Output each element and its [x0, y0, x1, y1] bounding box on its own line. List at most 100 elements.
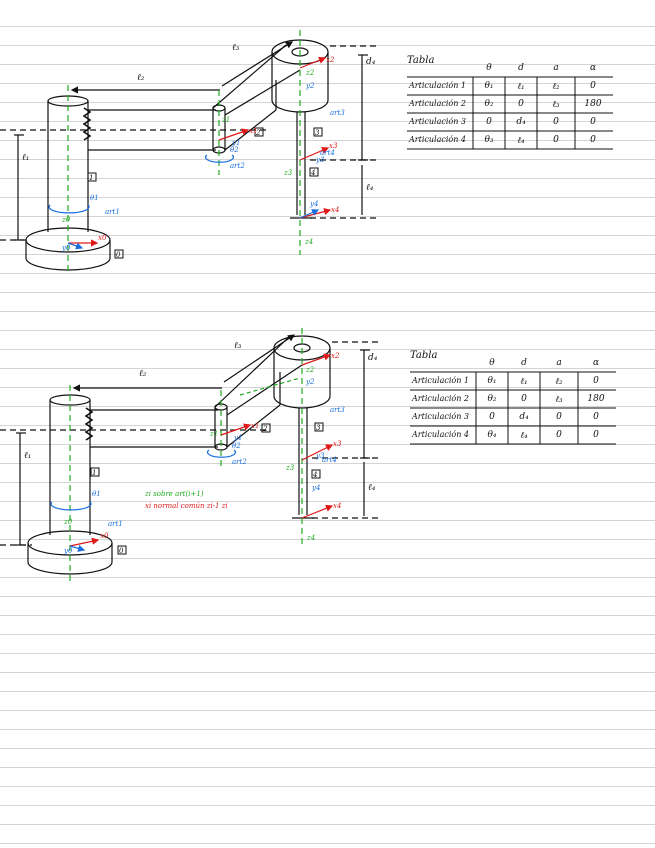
label-x1: x1 [251, 422, 259, 430]
table-1-row-label: Articulación 4 [409, 135, 466, 144]
label-y4: y4 [311, 484, 320, 492]
label-l3: ℓ₃ [234, 341, 242, 351]
label-l2: ℓ₂ [139, 369, 147, 379]
label-theta1: θ1 [90, 194, 99, 202]
table-2-cell: 0 [489, 412, 495, 422]
link-2 [84, 407, 218, 448]
table-2-cell: 0 [593, 430, 599, 440]
label-art2: art2 [232, 458, 247, 466]
label-y2: y2 [305, 378, 315, 386]
box1-label: 1 [89, 174, 93, 182]
table-1-cell: 0 [553, 117, 559, 127]
prismatic-shaft [290, 112, 312, 219]
table-1-cell: θ₂ [484, 99, 494, 109]
table-1-header-alpha: α [589, 63, 597, 73]
label-theta1: θ1 [92, 490, 101, 498]
label-x2: x2 [331, 352, 340, 360]
table-1-cell: d₄ [516, 117, 526, 127]
table-1-row-label: Articulación 2 [409, 99, 466, 108]
table-1-cell: 0 [553, 135, 559, 145]
table-1-row-label: Articulación 1 [409, 81, 466, 90]
table-1-cell: θ₁ [484, 81, 494, 91]
table-1-cell: 0 [590, 81, 596, 91]
table-2-header-alpha: α [592, 358, 600, 368]
box3-label: 3 [316, 424, 321, 432]
label-x0: x0 [98, 234, 107, 242]
table-1-cell: ℓ₄ [517, 136, 525, 146]
box2-label: 2 [255, 129, 261, 137]
table-1-cell: 180 [584, 99, 602, 109]
table-1-header-a: a [553, 63, 559, 73]
table-2-title: Tabla [410, 350, 438, 361]
prismatic-shaft [292, 408, 314, 519]
box0-label: 0 [116, 251, 121, 259]
robot-diagram-2 [0, 328, 382, 585]
box2-label: 2 [262, 425, 268, 433]
table-2-row-label: Articulación 1 [412, 376, 469, 385]
label-x0: x0 [100, 532, 109, 540]
label-theta2: θ2 [232, 442, 241, 450]
link-2 [82, 107, 216, 151]
label-art3: art3 [330, 109, 345, 117]
table-2-cell: 0 [521, 394, 527, 404]
robot-diagram-1 [0, 30, 380, 275]
table-2-cell: θ₄ [487, 430, 497, 440]
table-2-cell: d₄ [519, 412, 529, 422]
table-2-cell: 0 [593, 412, 599, 422]
table-2-cell: ℓ₁ [520, 377, 528, 387]
label-art3: art3 [330, 406, 345, 414]
label-z1: z1 [221, 116, 230, 124]
table-1-grid [407, 76, 613, 150]
box4-label: 4 [312, 471, 317, 479]
label-z4: z4 [304, 238, 313, 246]
table-2-cell: θ₂ [487, 394, 497, 404]
label-y3: y3 [315, 156, 325, 164]
table-2-header-a: a [556, 358, 562, 368]
note-zi-rule: zi sobre art(i+1) [144, 490, 204, 498]
table-2-cell: 180 [587, 394, 605, 404]
table-2-cell: 0 [593, 376, 599, 386]
table-2-cell: ℓ₄ [520, 431, 528, 441]
table-2-row-label: Articulación 2 [412, 394, 469, 403]
label-art2: art2 [230, 162, 245, 170]
table-1-header-theta: θ [486, 63, 492, 73]
label-y1: y1 [231, 139, 240, 147]
label-x2: x2 [326, 56, 335, 64]
label-x3: x3 [329, 142, 338, 150]
label-x3: x3 [333, 440, 342, 448]
label-l4: ℓ₄ [366, 183, 374, 193]
label-art4: art4 [320, 149, 335, 157]
l3-dimension [223, 334, 295, 383]
label-y3: y3 [315, 452, 325, 460]
table-1-title: Tabla [407, 55, 435, 66]
table-1-cell: ℓ₂ [552, 82, 560, 92]
note-xi-rule: xi normal común zi-1 zi [145, 502, 228, 510]
label-x4: x4 [333, 502, 341, 510]
table-1-cell: θ₃ [484, 135, 494, 145]
label-d4: d₄ [368, 353, 378, 363]
table-1-cell: ℓ₃ [552, 100, 560, 110]
table-2-cell: 0 [556, 430, 562, 440]
label-y0: y0 [63, 547, 73, 555]
table-1-header-d: d [518, 63, 524, 73]
l3-dimension [221, 41, 294, 87]
label-theta2: θ2 [230, 146, 239, 154]
table-1-cell: 0 [486, 117, 492, 127]
box1-label: 1 [92, 469, 96, 477]
box3-label: 3 [315, 129, 320, 137]
table-1-row-label: Articulación 3 [409, 117, 466, 126]
label-z2: z2 [305, 366, 315, 374]
label-z0: z0 [61, 216, 71, 224]
label-z3: z3 [283, 169, 293, 177]
label-z0: z0 [63, 518, 73, 526]
label-art4: art4 [322, 456, 337, 464]
table-2-cell: ℓ₃ [555, 395, 563, 405]
label-x1: x1 [249, 127, 257, 135]
label-d4: d₄ [366, 57, 376, 67]
label-art1: art1 [108, 520, 123, 528]
box0-label: 0 [119, 547, 124, 555]
table-2-grid [410, 371, 616, 445]
label-l1: ℓ₁ [22, 153, 29, 163]
table-1-cell: 0 [590, 135, 596, 145]
